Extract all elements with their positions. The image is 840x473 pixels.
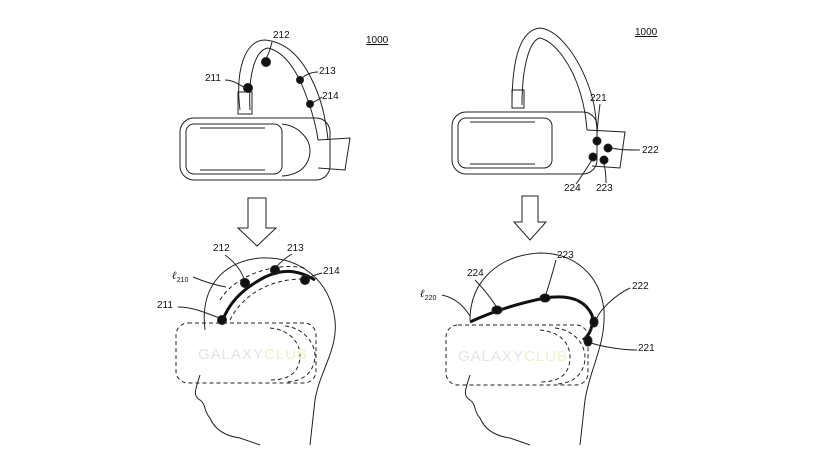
label-211: 211 [205, 73, 221, 84]
watermark-left: GALAXYCLUB [198, 346, 309, 363]
head-label-214: 214 [323, 266, 340, 277]
label-214: 214 [322, 91, 339, 102]
head-label-222: 222 [632, 281, 649, 292]
label-224: 224 [564, 183, 581, 194]
head-label-221: 221 [638, 343, 655, 354]
head-label-224: 224 [467, 268, 484, 279]
head-label-212: 212 [213, 243, 230, 254]
figure-ref-left: 1000 [366, 35, 389, 46]
left-head-leaders [177, 253, 323, 319]
left-leaders [224, 41, 323, 104]
line-label-210: ℓ210 [172, 270, 189, 285]
right-head-sensors [491, 293, 599, 347]
left-head [175, 257, 336, 446]
left-sensors [243, 57, 314, 108]
left-down-arrow [236, 197, 278, 247]
left-sensor-line [220, 269, 316, 323]
right-head [445, 252, 605, 446]
left-head-sensors [217, 265, 310, 325]
label-213: 213 [319, 66, 336, 77]
watermark-right: GALAXYCLUB [458, 348, 569, 365]
label-222: 222 [642, 145, 659, 156]
right-leaders [575, 103, 641, 185]
right-down-arrow [512, 195, 548, 241]
head-label-213: 213 [287, 243, 304, 254]
line-label-220: ℓ220 [420, 288, 437, 303]
right-head-leaders [441, 259, 638, 351]
label-212: 212 [273, 30, 290, 41]
head-label-211: 211 [157, 300, 173, 311]
figure-ref-right: 1000 [635, 27, 658, 38]
head-label-223: 223 [557, 250, 574, 261]
right-sensor-line [469, 295, 594, 342]
right-headset [451, 27, 626, 175]
right-sensors [588, 136, 613, 165]
left-headset [179, 39, 351, 181]
label-223: 223 [596, 183, 613, 194]
label-221: 221 [590, 93, 607, 104]
